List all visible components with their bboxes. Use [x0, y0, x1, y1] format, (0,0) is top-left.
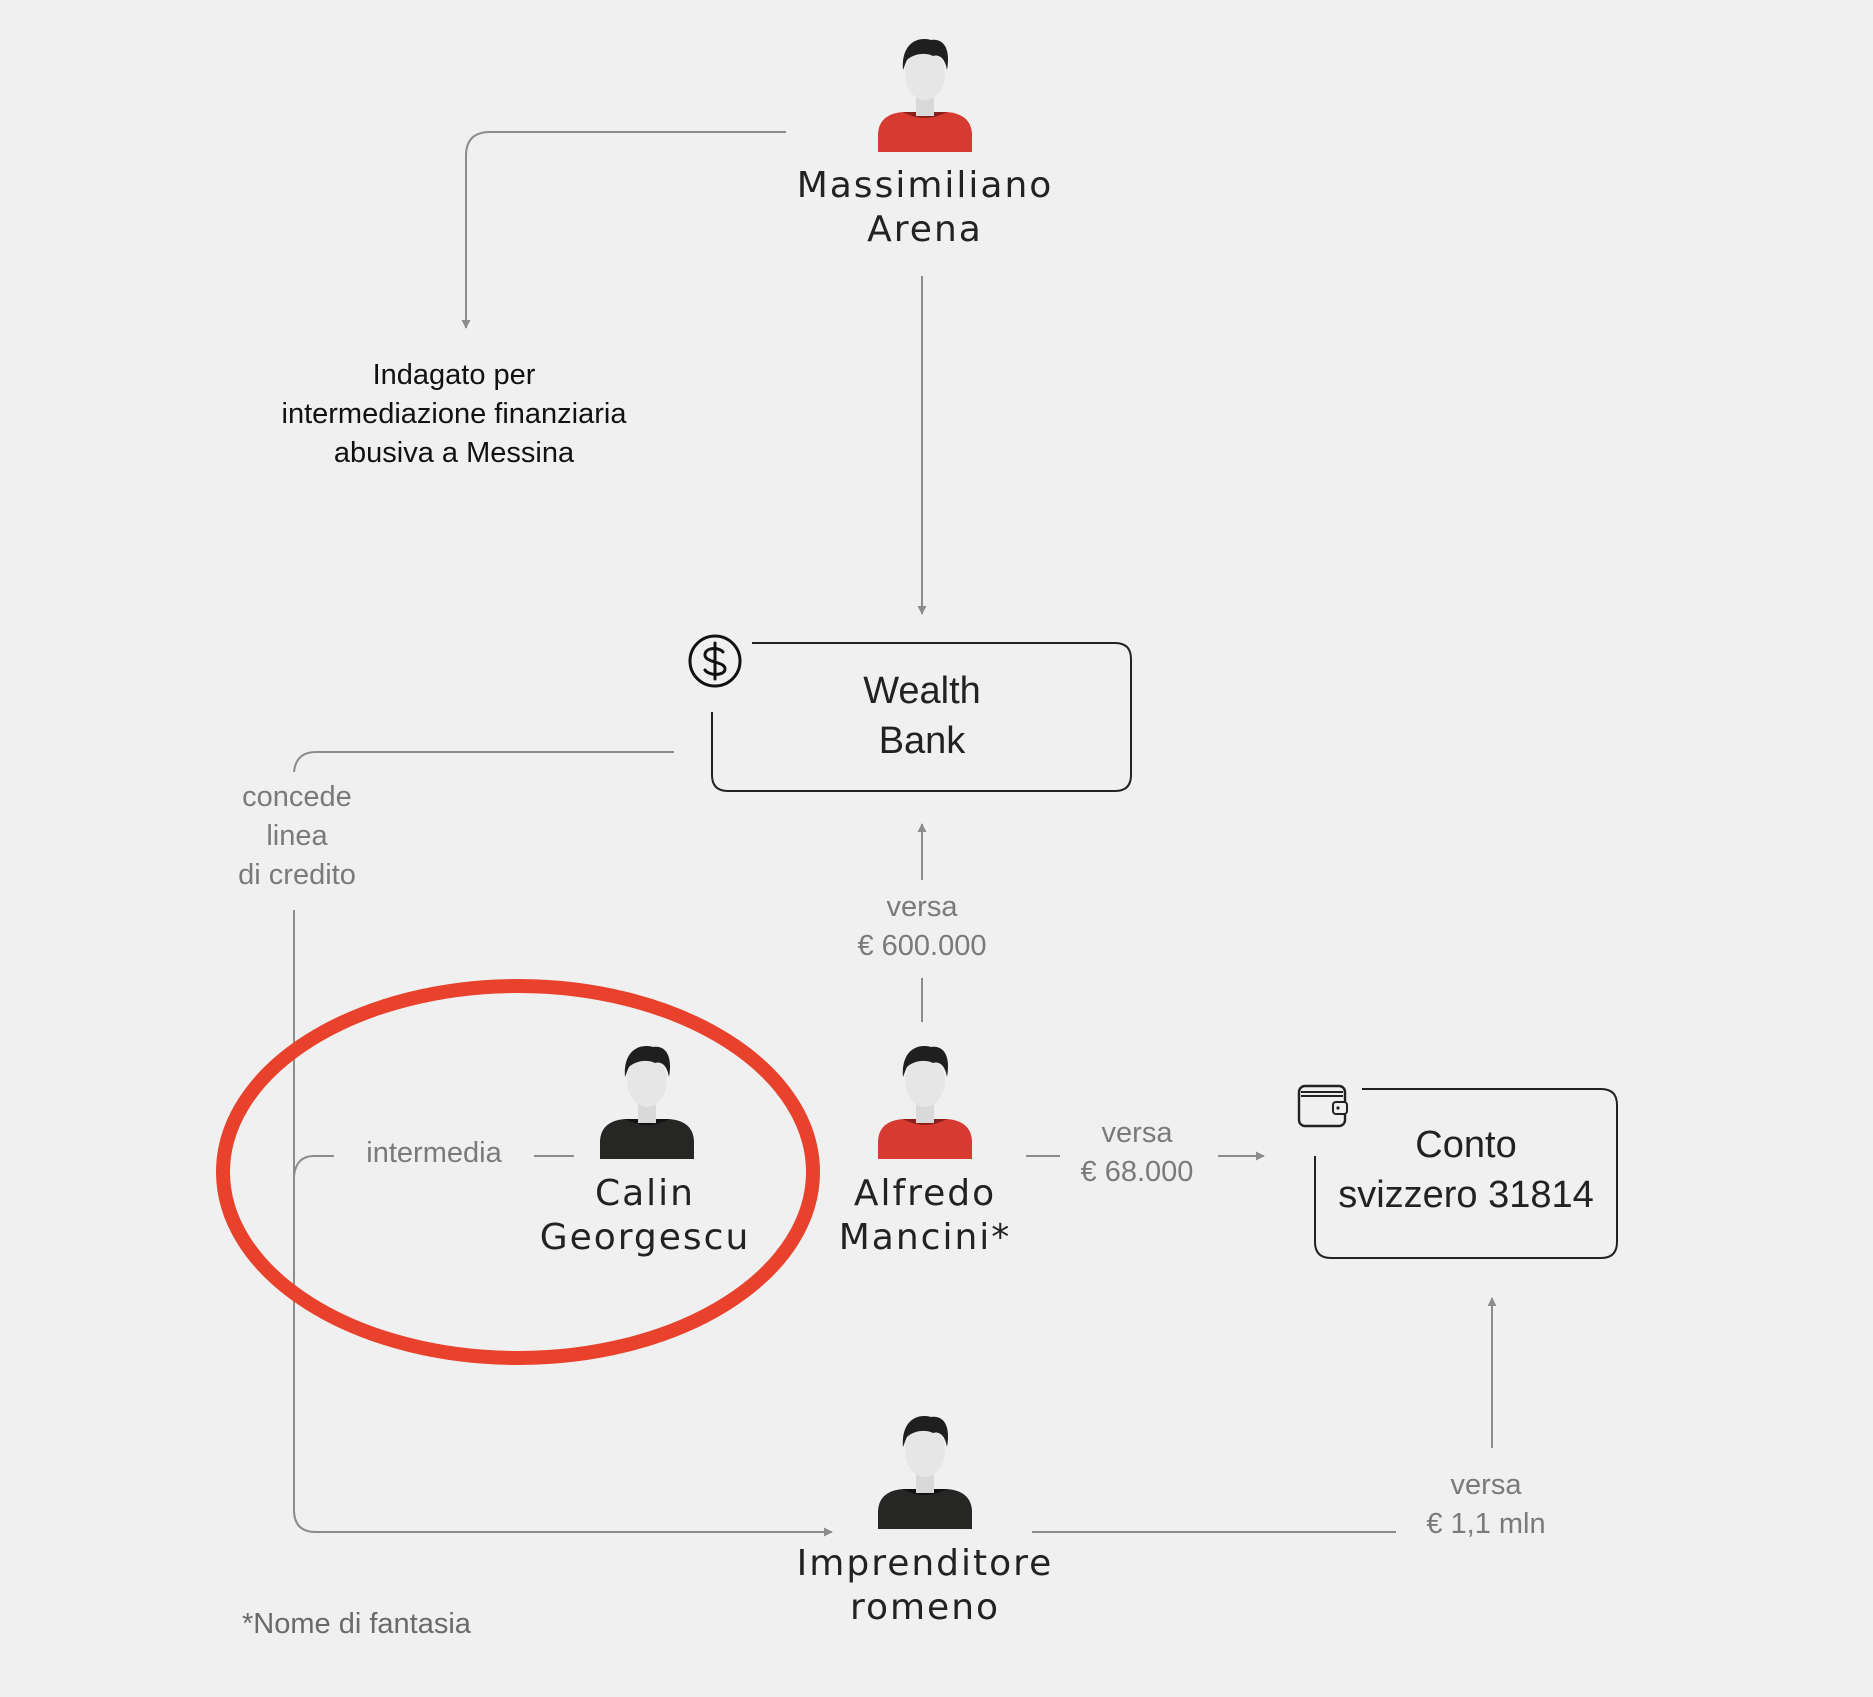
person-icon-imprenditore [878, 1416, 972, 1529]
wealth-bank-box [711, 642, 1132, 792]
edge-label-versa-1-1-mln: versa € 1,1 mln [1426, 1469, 1546, 1540]
highlight-ring [216, 979, 820, 1365]
edge-label-versa-600000: versa € 600.000 [857, 891, 987, 962]
wallet-icon [1297, 1084, 1348, 1128]
person-name-alfredo: Alfredo Mancini* [838, 1173, 1012, 1258]
person-name-imprenditore: Imprenditore romeno [796, 1543, 1054, 1628]
person-name-massimiliano: Massimiliano Arena [796, 165, 1054, 250]
person-icon-alfredo [878, 1046, 972, 1159]
edge-label-credit-line: concede linea di credito [238, 781, 356, 891]
person-name-calin: Calin Georgescu [539, 1173, 751, 1258]
edge-label-versa-68000: versa € 68.000 [1080, 1117, 1194, 1188]
person-icon-massimiliano [878, 39, 972, 152]
wealth-bank-label: Wealth Bank [863, 670, 981, 762]
footnote: *Nome di fantasia [242, 1608, 471, 1640]
connector-arena-to-note [461, 131, 786, 329]
person-icon-calin [600, 1046, 694, 1159]
conto-box [1314, 1088, 1618, 1259]
conto-label: Conto svizzero 31814 [1338, 1124, 1594, 1216]
connector-bank-credit-down [293, 910, 833, 1537]
dollar-coin-icon [688, 634, 742, 688]
edge-label-intermedia: intermedia [366, 1137, 502, 1169]
connector-bank-credit-top [293, 751, 674, 773]
investigation-note: Indagato per intermediazione finanziaria… [281, 359, 627, 469]
connector-intermedia-branch [293, 1155, 334, 1177]
